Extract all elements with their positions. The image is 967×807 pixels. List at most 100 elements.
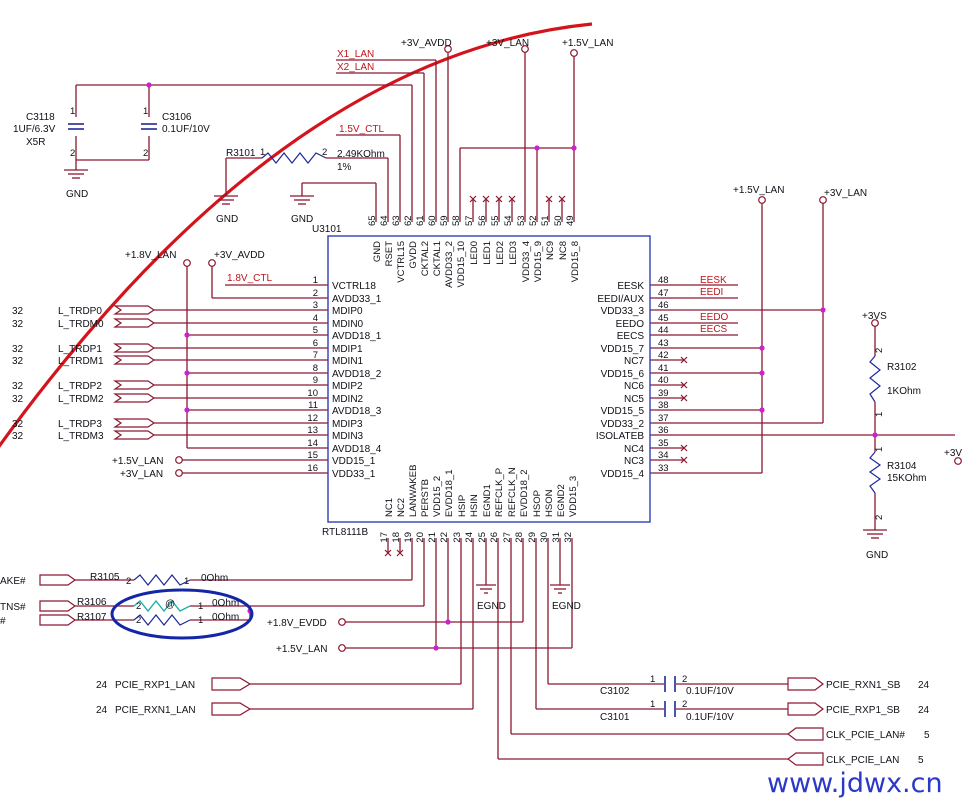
port-name: L_TRDP3 [58,419,102,430]
pcie-right-name: CLK_PCIE_LAN [826,755,899,766]
pin-label-1: 1 [198,615,203,626]
pin-name: LED3 [508,241,519,265]
pin-number: 54 [503,215,514,226]
pcie-left-sheet: 24 [96,705,108,716]
power-label-avdd3v-left: +3V_AVDD [214,250,265,261]
pin-number: 36 [658,425,669,436]
pin-label-1: 1 [874,447,885,452]
left-pin-numbers: 1 2 3 4 5 6 7 8 9 10 11 12 13 14 15 16 [307,275,318,474]
pin-number: 5 [313,325,318,336]
power-label-lan15-right: +1.5V_LAN [733,185,784,196]
left-pin-names: VCTRL18 AVDD33_1 MDIP0 MDIN0 AVDD18_1 MD… [332,281,382,480]
pin-number: 59 [439,215,450,226]
ground-symbols [64,169,887,594]
port-arrows [39,305,824,766]
pin-number: 60 [427,215,438,226]
pin-number: 12 [307,413,318,424]
pcie-right-sheet: 5 [924,730,930,741]
pcie-right-name: PCIE_RXP1_SB [826,705,900,716]
port-name: L_TRDP0 [58,306,102,317]
net-label-ctl15: 1.5V_CTL [339,124,384,135]
pin-name: EEDO [616,319,645,330]
pin-label-2: 2 [682,699,687,710]
pin-number: 62 [403,215,414,226]
r3101-tolerance: 1% [337,162,352,173]
power-label-lan15-ind: +1.5V_LAN [112,456,163,467]
chip-body [327,235,651,523]
port-sheet: 32 [12,306,24,317]
pin-name: MDIN0 [332,319,364,330]
pin-name: EEDI/AUX [597,294,644,305]
port-sheet: 32 [12,344,24,355]
pin-name: RSET [384,241,395,267]
pin-name: NC7 [624,356,644,367]
pin-number: 22 [439,532,450,543]
power-port-circles [175,45,879,652]
pin-name: CKTAL2 [420,241,431,276]
pin-number: 44 [658,325,669,336]
pin-name: LED0 [469,241,480,265]
pin-number: 40 [658,375,669,386]
pin-name: MDIP3 [332,419,363,430]
pin-number: 24 [464,532,475,543]
net-label-eedo: EEDO [700,312,729,323]
gnd-label: GND [66,189,88,200]
pin-number: 58 [451,215,462,226]
pin-number: 27 [502,532,513,543]
pin-name: AVDD18_2 [332,369,382,380]
r3105-ref: R3105 [90,572,120,583]
pin-label-2: 2 [682,674,687,685]
wires [75,52,955,760]
capacitor-c3102 [664,676,676,692]
pin-name: HSIN [469,494,480,517]
power-label-avdd3v-top: +3V_AVDD [401,38,452,49]
pin-name: MDIN1 [332,356,364,367]
pin-number: 61 [415,215,426,226]
pin-number: 9 [313,375,318,386]
pin-label-1: 1 [260,147,265,158]
pin-name: NC4 [624,444,644,455]
c3101-value: 0.1UF/10V [686,712,734,723]
pin-number: 14 [307,438,318,449]
pin-label-2: 2 [874,348,885,353]
pin-number: 45 [658,313,669,324]
pin-name: HSOP [532,490,543,517]
chip-refdes: U3101 [312,224,342,235]
power-label-3v-edge: +3V [944,448,962,459]
pin-name: AVDD33_2 [444,241,455,288]
pin-number: 16 [307,463,318,474]
gnd-label: GND [216,214,238,225]
pin-number: 10 [307,388,318,399]
r3107-ref: R3107 [77,612,107,623]
pin-name: NC5 [624,394,644,405]
c3106-ref: C3106 [162,112,192,123]
pin-number: 20 [415,532,426,543]
pin-label-1: 1 [70,106,75,117]
pin-number: 8 [313,363,318,374]
top-pin-numbers: 65 64 63 62 61 60 59 58 57 56 55 54 53 5… [367,215,576,226]
pin-number: 42 [658,350,669,361]
pcie-right-name: PCIE_RXN1_SB [826,680,901,691]
pin-number: 39 [658,388,669,399]
cut-label-hash: # [0,616,6,627]
resistor-r3104 [868,451,882,494]
pin-label-2: 2 [126,576,131,587]
pin-name: AVDD18_3 [332,406,382,417]
pin-number: 34 [658,450,669,461]
pin-label-1: 1 [650,674,655,685]
pin-number: 13 [307,425,318,436]
pin-name: NC3 [624,456,644,467]
pin-name: NC6 [624,381,644,392]
pin-name: VCTRL18 [332,281,376,292]
pin-number: 52 [528,215,539,226]
pin-label-1: 1 [198,601,203,612]
c3118-value: 1UF/6.3V [13,124,56,135]
pin-name: VDD15_5 [601,406,645,417]
pin-number: 49 [565,215,576,226]
resistor-r3106 [133,599,191,613]
pin-number: 38 [658,400,669,411]
capacitor-c3118 [68,123,84,130]
pin-name: AVDD33_1 [332,294,382,305]
egnd-label: EGND [477,601,506,612]
pin-number: 2 [313,288,318,299]
